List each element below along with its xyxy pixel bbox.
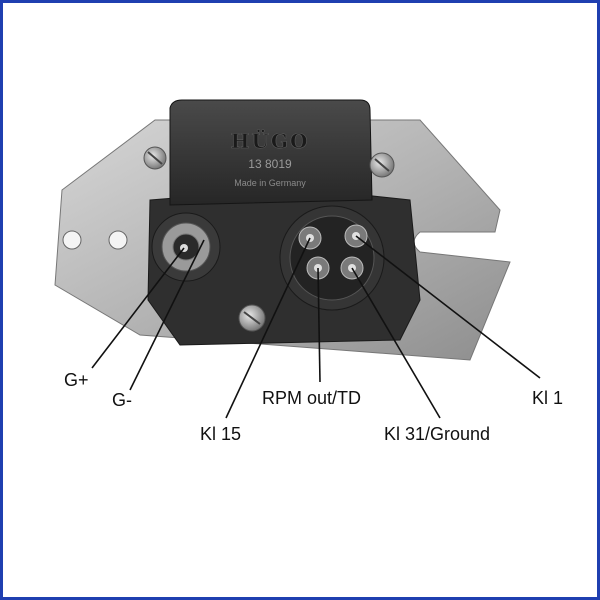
- label-g-plus: G+: [64, 370, 89, 390]
- label-g-minus: G-: [112, 390, 132, 410]
- origin-text: Made in Germany: [234, 178, 306, 188]
- leader-kl1: [355, 235, 541, 379]
- brand-logo: HÜGO: [231, 128, 310, 153]
- label-rpm: RPM out/TD: [262, 388, 362, 408]
- leader-g-plus: [91, 247, 185, 369]
- mount-hole-left: [62, 230, 82, 250]
- leader-kl31: [351, 267, 441, 419]
- module-top-housing: [169, 99, 373, 206]
- label-kl31: Kl 31/Ground: [384, 424, 491, 444]
- label-kl1: Kl 1: [532, 388, 564, 408]
- leader-kl15: [225, 237, 311, 419]
- label-kl15: Kl 15: [200, 424, 242, 444]
- mount-hole-left-2: [108, 230, 128, 250]
- leader-g-minus: [129, 239, 205, 391]
- leader-rpm: [317, 267, 321, 383]
- part-number: 13 8019: [248, 157, 292, 171]
